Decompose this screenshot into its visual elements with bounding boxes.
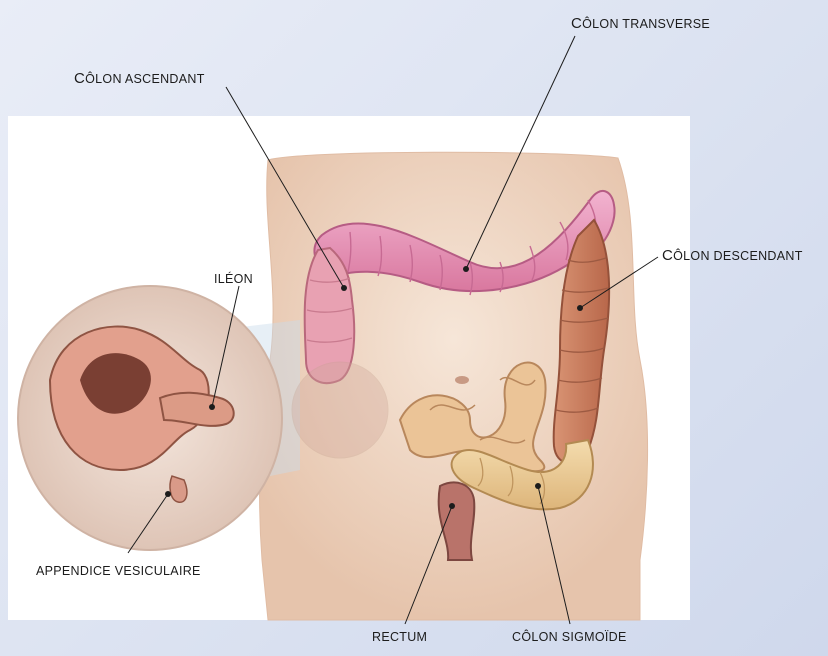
label-colon-descendant: Côlon descendant (662, 247, 803, 264)
label-colon-transverse: Côlon transverse (571, 15, 710, 32)
label-ileon: Iléon (214, 272, 253, 286)
label-appendice: Appendice vesiculaire (36, 564, 201, 578)
magnifier-detail (18, 286, 282, 550)
label-rectum: Rectum (372, 630, 427, 644)
label-colon-sigmoide: Côlon sigmoïde (512, 630, 627, 644)
navel (455, 376, 469, 384)
magnifier-focus (292, 362, 388, 458)
label-colon-ascendant: Côlon ascendant (74, 70, 205, 87)
